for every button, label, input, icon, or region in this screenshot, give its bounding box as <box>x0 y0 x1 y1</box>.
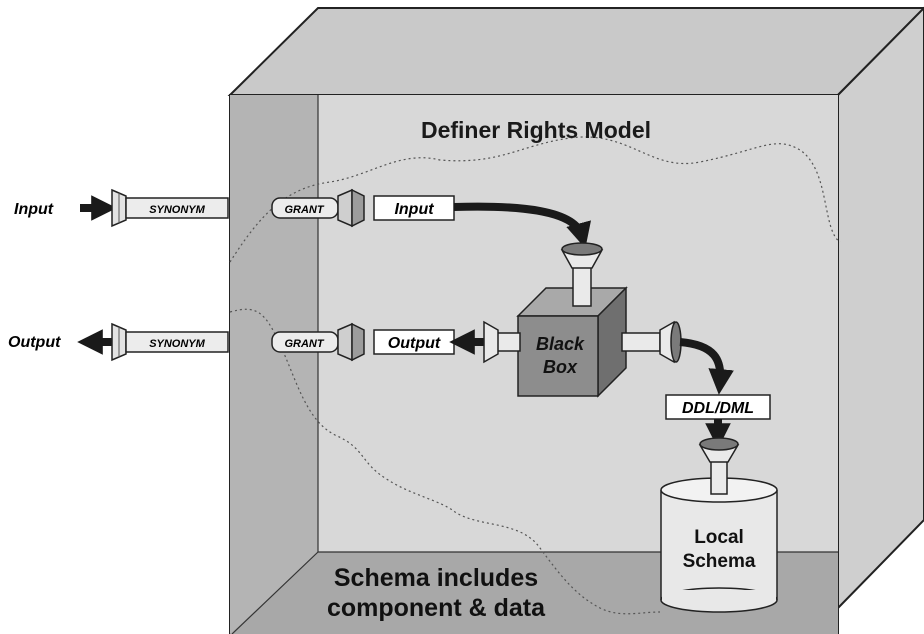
inner-edge-diagonal <box>231 551 319 634</box>
schema-input-funnel-rim <box>699 437 739 451</box>
black-box-output-funnel-icon <box>483 320 499 364</box>
black-box-ddl-funnel-rim <box>670 321 682 363</box>
internal-output-label: Output <box>388 335 441 352</box>
cube-right-face <box>837 6 924 611</box>
ddl-flow-arrow <box>679 338 734 395</box>
external-input-channel: Input SYNONYM <box>14 188 229 228</box>
grant-input: GRANT Input <box>271 188 592 249</box>
black-box-input-funnel-rim <box>561 242 603 256</box>
black-box-front <box>517 315 599 397</box>
black-box: Black Box <box>483 242 682 398</box>
left-inner-wall <box>230 95 318 634</box>
cube-top-face <box>227 7 924 96</box>
input-synonym-pipe <box>125 197 229 219</box>
output-synonym-label: SYNONYM <box>149 338 205 350</box>
external-input-label: Input <box>14 201 54 218</box>
definer-boundary-lower <box>229 308 661 615</box>
grant-output-connector-icon <box>351 322 365 362</box>
black-box-input-stub <box>572 265 592 307</box>
grant-output-funnel-icon <box>337 322 353 362</box>
black-box-label-line1: Black <box>536 334 585 354</box>
schema-cylinder-body <box>661 490 777 600</box>
grant-input-label: GRANT <box>284 204 324 216</box>
grant-input-connector-icon <box>351 188 365 228</box>
black-box-label-line2: Box <box>543 357 578 377</box>
internal-input-box <box>373 195 455 221</box>
black-box-ddl-stub <box>621 332 661 352</box>
input-flow-arrow <box>453 202 592 249</box>
diagram-title: Definer Rights Model <box>421 117 651 143</box>
grant-output-label: GRANT <box>284 338 324 350</box>
external-output-label: Output <box>8 334 61 351</box>
schema-label-line2: Schema <box>683 551 756 572</box>
black-box-ddl-funnel-icon <box>659 320 675 364</box>
schema-cylinder-fill <box>662 590 776 600</box>
ddl-flow: DDL/DML <box>665 338 771 449</box>
footer-line1: Schema includes <box>334 564 538 592</box>
external-output-channel: Output SYNONYM <box>8 322 229 362</box>
grant-output: GRANT Output <box>271 322 484 362</box>
output-synonym-pipe <box>125 331 229 353</box>
footer-line2: component & data <box>327 594 546 622</box>
grant-input-funnel-icon <box>337 188 353 228</box>
local-schema-cylinder: Local Schema <box>660 437 778 613</box>
ddl-label-box <box>665 394 771 420</box>
internal-input-label: Input <box>394 201 434 218</box>
input-synonym-label: SYNONYM <box>149 204 205 216</box>
ddl-label: DDL/DML <box>682 400 754 417</box>
internal-output-box <box>373 329 455 355</box>
black-box-output-stub <box>495 332 521 352</box>
schema-label-line1: Local <box>694 527 744 548</box>
schema-input-stub <box>710 457 728 495</box>
